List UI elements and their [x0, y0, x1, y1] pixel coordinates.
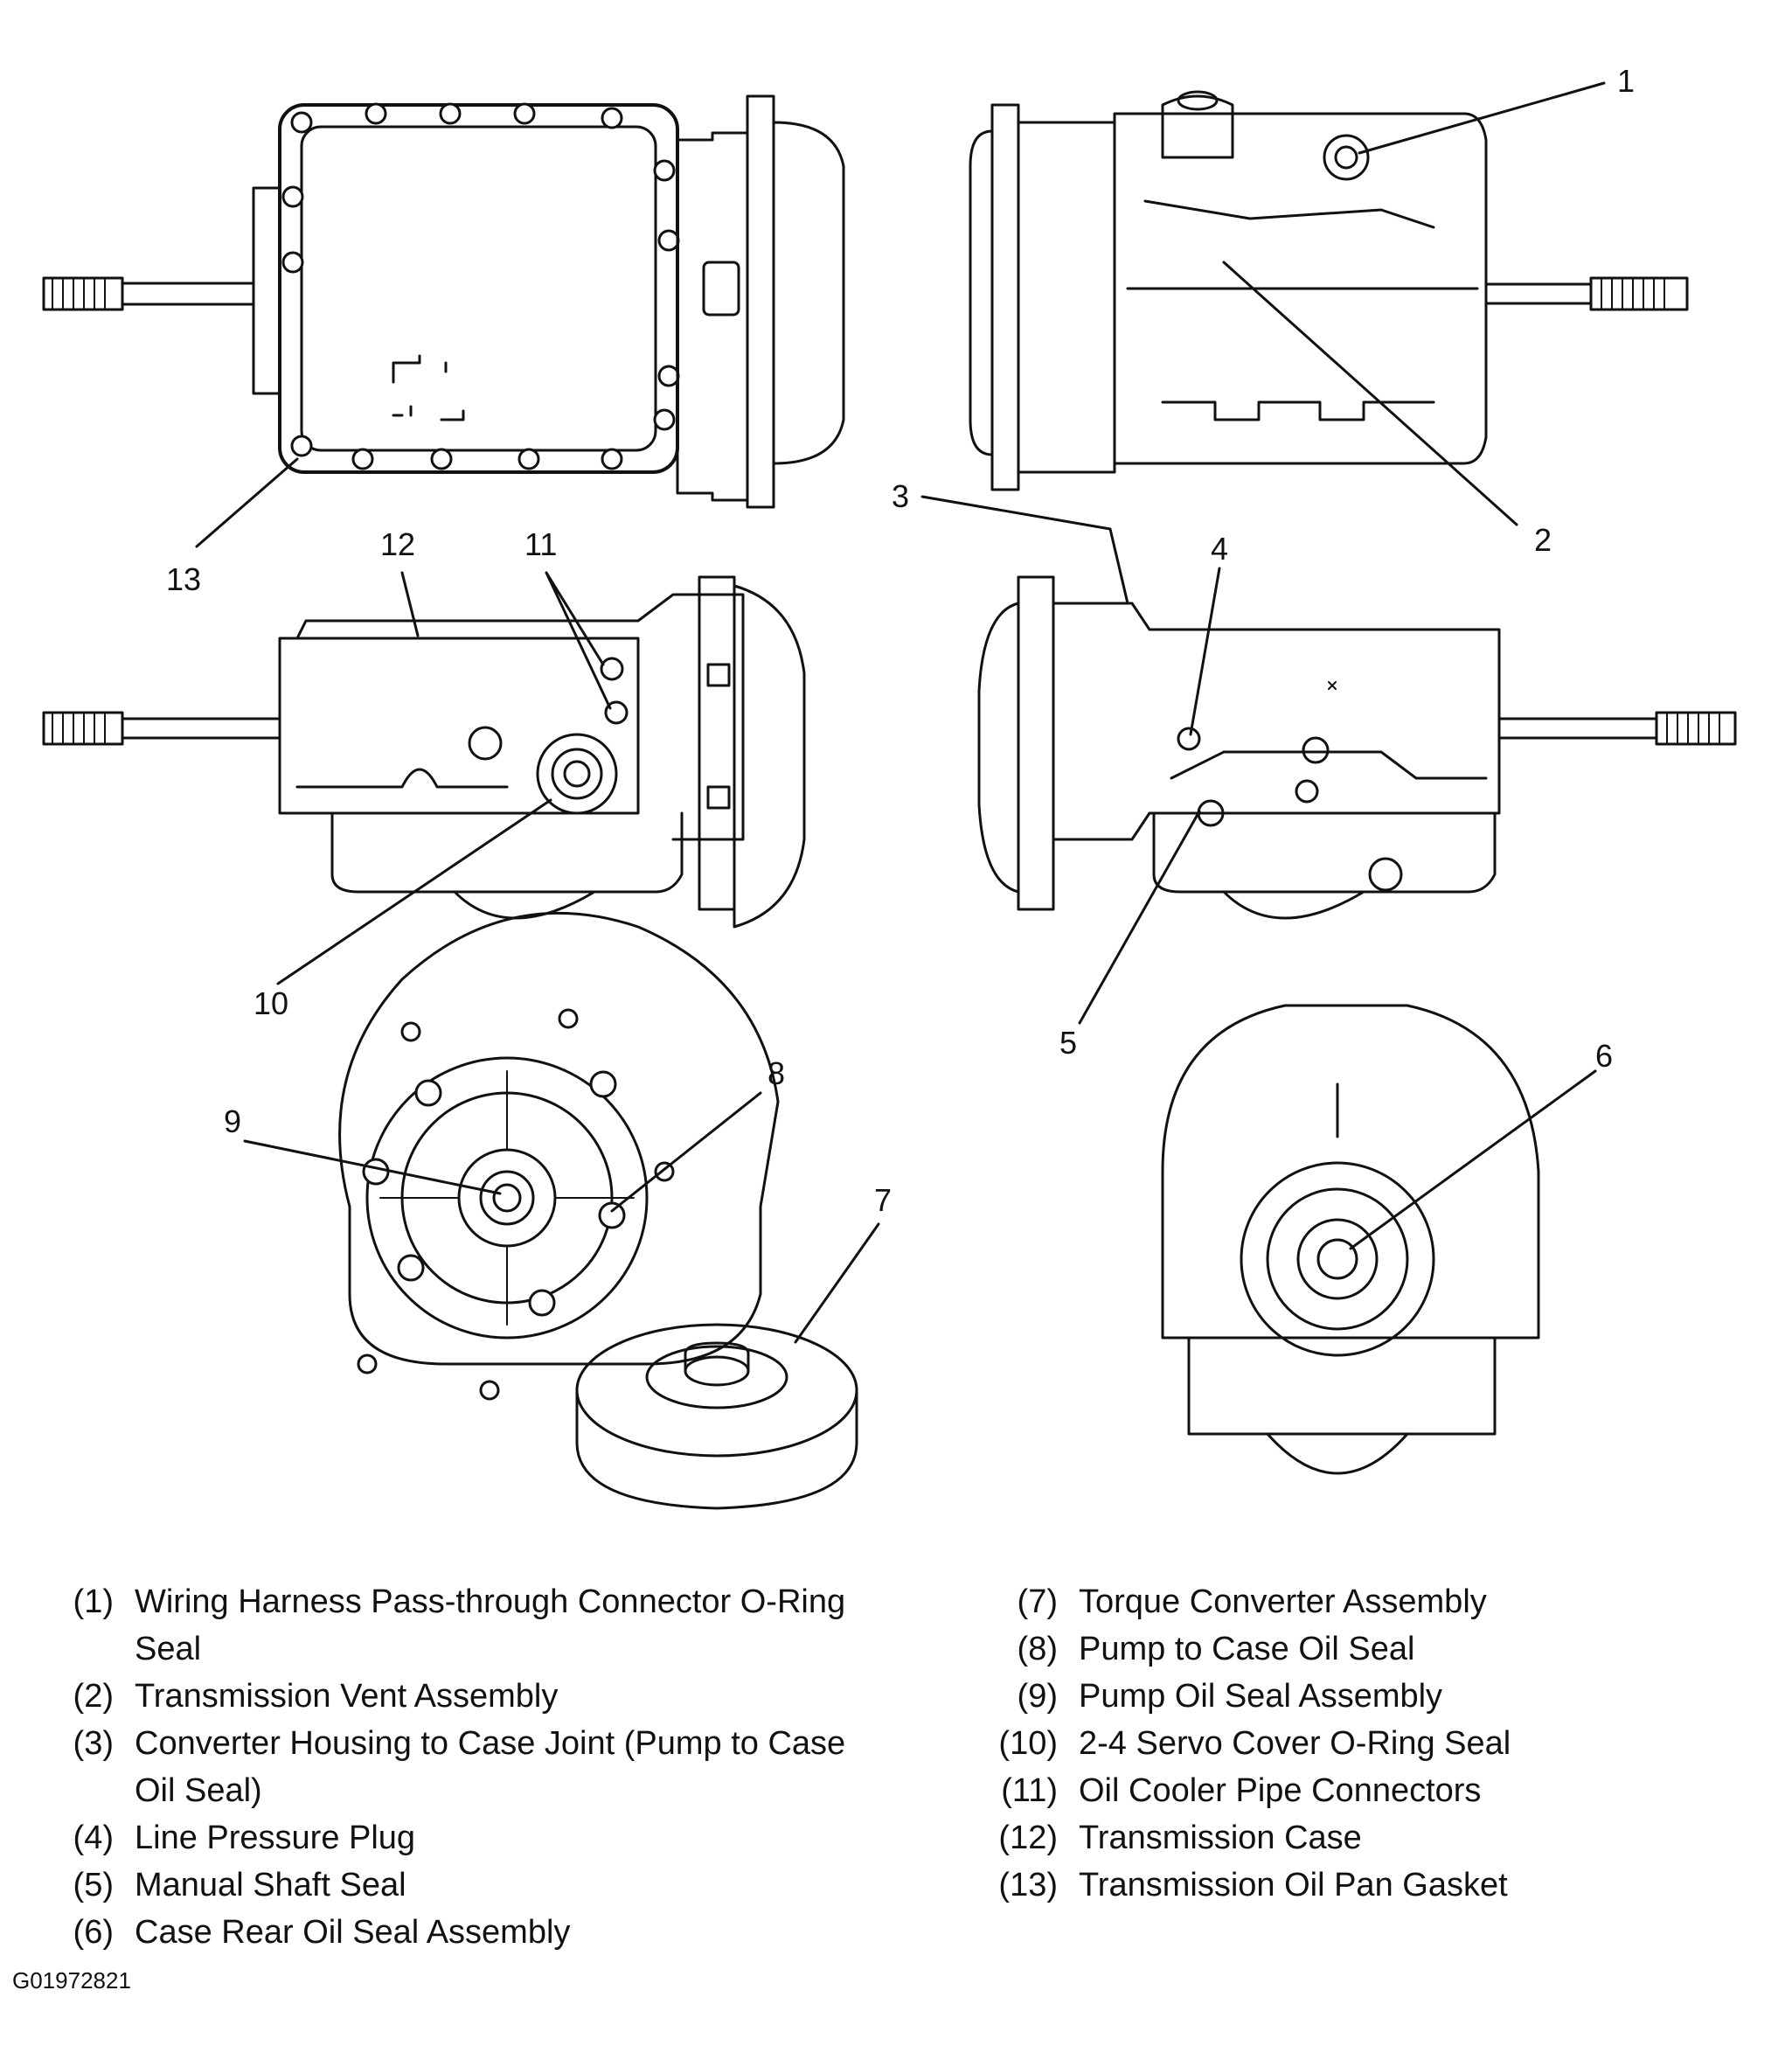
- legend-item-5: (5) Manual Shaft Seal: [61, 1862, 848, 1909]
- legend-text: Wiring Harness Pass-through Connector O-…: [135, 1583, 846, 1667]
- legend-item-4: (4) Line Pressure Plug: [61, 1814, 848, 1862]
- figure-id: G01972821: [12, 1967, 131, 1994]
- right-side-view-transmission: [969, 90, 1689, 491]
- left-side-view-transmission: [42, 575, 806, 929]
- legend-number: (5): [73, 1867, 114, 1903]
- legend-right-column: (7) Torque Converter Assembly (8) Pump t…: [997, 1578, 1766, 1909]
- legend-item-2: (2) Transmission Vent Assembly: [61, 1673, 848, 1720]
- legend-item-8: (8) Pump to Case Oil Seal: [997, 1625, 1766, 1673]
- legend-number: (7): [1017, 1583, 1058, 1620]
- legend-item-12: (12) Transmission Case: [997, 1814, 1766, 1862]
- transmission-leak-points-diagram: 1 2 3 4 5 6 7 8 9 10 11 12 13: [42, 63, 1737, 1510]
- legend-item-13: (13) Transmission Oil Pan Gasket: [997, 1862, 1766, 1909]
- legend-number: (8): [1017, 1631, 1058, 1667]
- legend-item-11: (11) Oil Cooler Pipe Connectors: [997, 1767, 1766, 1814]
- callout-3: 3: [892, 478, 909, 514]
- legend-text: Oil Cooler Pipe Connectors: [1079, 1772, 1482, 1809]
- legend-number: (6): [73, 1914, 114, 1951]
- callout-9: 9: [224, 1103, 241, 1139]
- callout-10: 10: [254, 985, 288, 1021]
- legend-text: 2-4 Servo Cover O-Ring Seal: [1079, 1725, 1511, 1762]
- legend-item-7: (7) Torque Converter Assembly: [997, 1578, 1766, 1625]
- callout-8: 8: [768, 1055, 785, 1091]
- legend-text: Case Rear Oil Seal Assembly: [135, 1914, 571, 1951]
- legend-item-1: (1) Wiring Harness Pass-through Connecto…: [61, 1578, 848, 1673]
- rear-view-transmission: [1161, 1004, 1540, 1475]
- callout-13: 13: [166, 561, 201, 597]
- legend-item-3: (3) Converter Housing to Case Joint (Pum…: [61, 1720, 848, 1814]
- callout-6: 6: [1595, 1038, 1613, 1074]
- callout-labels: 1 2 3 4 5 6 7 8 9 10 11 12 13: [166, 63, 1635, 1218]
- callout-5: 5: [1059, 1025, 1077, 1061]
- legend-text: Converter Housing to Case Joint (Pump to…: [135, 1725, 846, 1809]
- callout-4: 4: [1211, 531, 1228, 567]
- legend-number: (9): [1017, 1678, 1058, 1715]
- legend-number: (12): [998, 1820, 1058, 1856]
- legend-item-6: (6) Case Rear Oil Seal Assembly: [61, 1909, 848, 1956]
- front-view-pump: [338, 911, 780, 1401]
- legend-number: (3): [73, 1725, 114, 1762]
- legend-text: Line Pressure Plug: [135, 1820, 416, 1856]
- bottom-view-transmission: [42, 94, 845, 509]
- legend-text: Pump Oil Seal Assembly: [1079, 1678, 1443, 1715]
- legend-text: Transmission Oil Pan Gasket: [1079, 1867, 1508, 1903]
- right-side-view-transmission-2: [977, 575, 1737, 920]
- legend-text: Transmission Case: [1079, 1820, 1362, 1856]
- legend-item-10: (10) 2-4 Servo Cover O-Ring Seal: [997, 1720, 1766, 1767]
- leader-lines: [195, 81, 1606, 1344]
- legend-number: (2): [73, 1678, 114, 1715]
- legend-text: Torque Converter Assembly: [1079, 1583, 1487, 1620]
- callout-2: 2: [1534, 522, 1552, 558]
- legend-left-column: (1) Wiring Harness Pass-through Connecto…: [61, 1578, 848, 1956]
- callout-1: 1: [1617, 63, 1635, 99]
- callout-12: 12: [380, 526, 415, 562]
- legend-item-9: (9) Pump Oil Seal Assembly: [997, 1673, 1766, 1720]
- legend-text: Manual Shaft Seal: [135, 1867, 406, 1903]
- legend-number: (1): [73, 1583, 114, 1620]
- legend-number: (10): [998, 1725, 1058, 1762]
- callout-11: 11: [524, 526, 557, 562]
- legend-number: (11): [1001, 1772, 1058, 1809]
- callout-7: 7: [874, 1182, 892, 1218]
- torque-converter: [575, 1323, 858, 1510]
- legend-text: Pump to Case Oil Seal: [1079, 1631, 1415, 1667]
- legend-text: Transmission Vent Assembly: [135, 1678, 559, 1715]
- legend-number: (13): [998, 1867, 1058, 1903]
- legend-number: (4): [73, 1820, 114, 1856]
